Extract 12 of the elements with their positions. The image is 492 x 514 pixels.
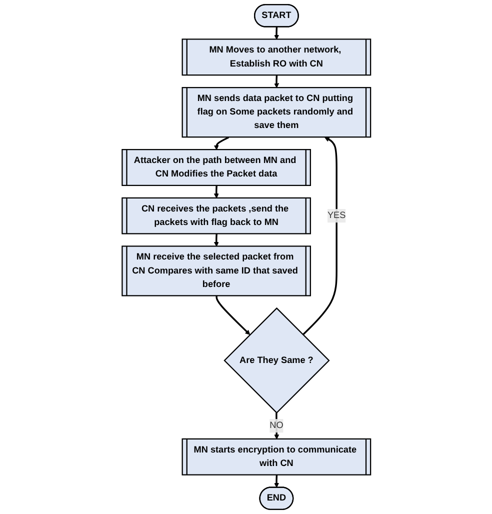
edge-label: YES: [327, 210, 346, 220]
arrow: [214, 186, 219, 198]
arrow: [274, 26, 279, 40]
edge-label: NO: [269, 420, 283, 430]
node-diamond: Are They Same ?: [223, 307, 330, 414]
arrow: [214, 234, 219, 247]
arrow: [274, 75, 279, 88]
arrow: [274, 475, 279, 488]
arrow: [302, 137, 338, 336]
arrow: [215, 296, 250, 335]
arrow: [274, 412, 279, 440]
arrow: [214, 136, 229, 150]
